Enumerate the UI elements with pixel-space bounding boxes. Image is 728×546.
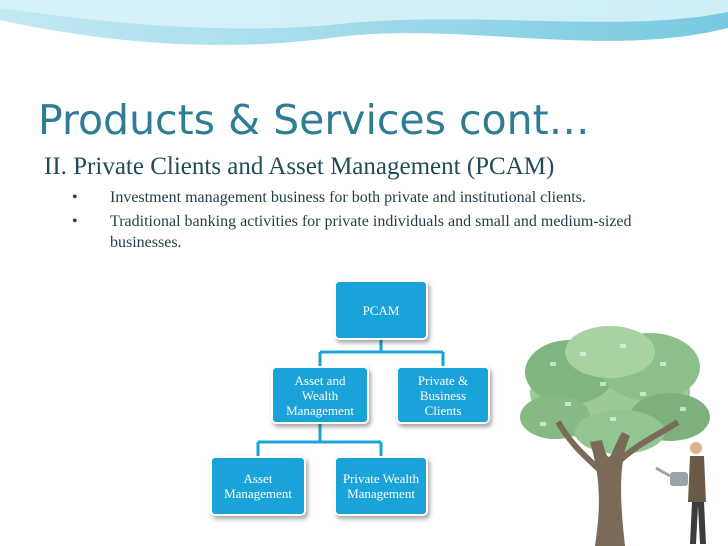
bullet-list: • Investment management business for bot… [72, 187, 632, 256]
org-node-label: Asset Management [224, 471, 292, 501]
bullet-text: Investment management business for both … [110, 189, 586, 206]
bullet-marker: • [72, 213, 78, 230]
org-node-label: Private Wealth Management [342, 471, 420, 501]
bullet-item: • Traditional banking activities for pri… [72, 211, 632, 253]
org-node-label: PCAM [362, 302, 400, 318]
org-node-asset-wealth-management: Asset and Wealth Management [271, 366, 369, 424]
bullet-item: • Investment management business for bot… [72, 187, 632, 208]
org-node-asset-management: Asset Management [210, 456, 306, 516]
org-node-label: Private & Business Clients [417, 372, 469, 418]
money-tree-icon [520, 326, 710, 546]
slide-subtitle: II. Private Clients and Asset Management… [44, 153, 555, 180]
header-wave [0, 0, 728, 52]
org-node-private-business-clients: Private & Business Clients [396, 366, 490, 424]
org-node-private-wealth-management: Private Wealth Management [334, 456, 428, 516]
bullet-marker: • [72, 189, 78, 206]
slide-title: Products & Services cont… [38, 96, 590, 144]
bullet-text: Traditional banking activities for priva… [110, 213, 632, 251]
org-node-pcam: PCAM [334, 280, 428, 340]
org-node-label: Asset and Wealth Management [286, 372, 354, 418]
